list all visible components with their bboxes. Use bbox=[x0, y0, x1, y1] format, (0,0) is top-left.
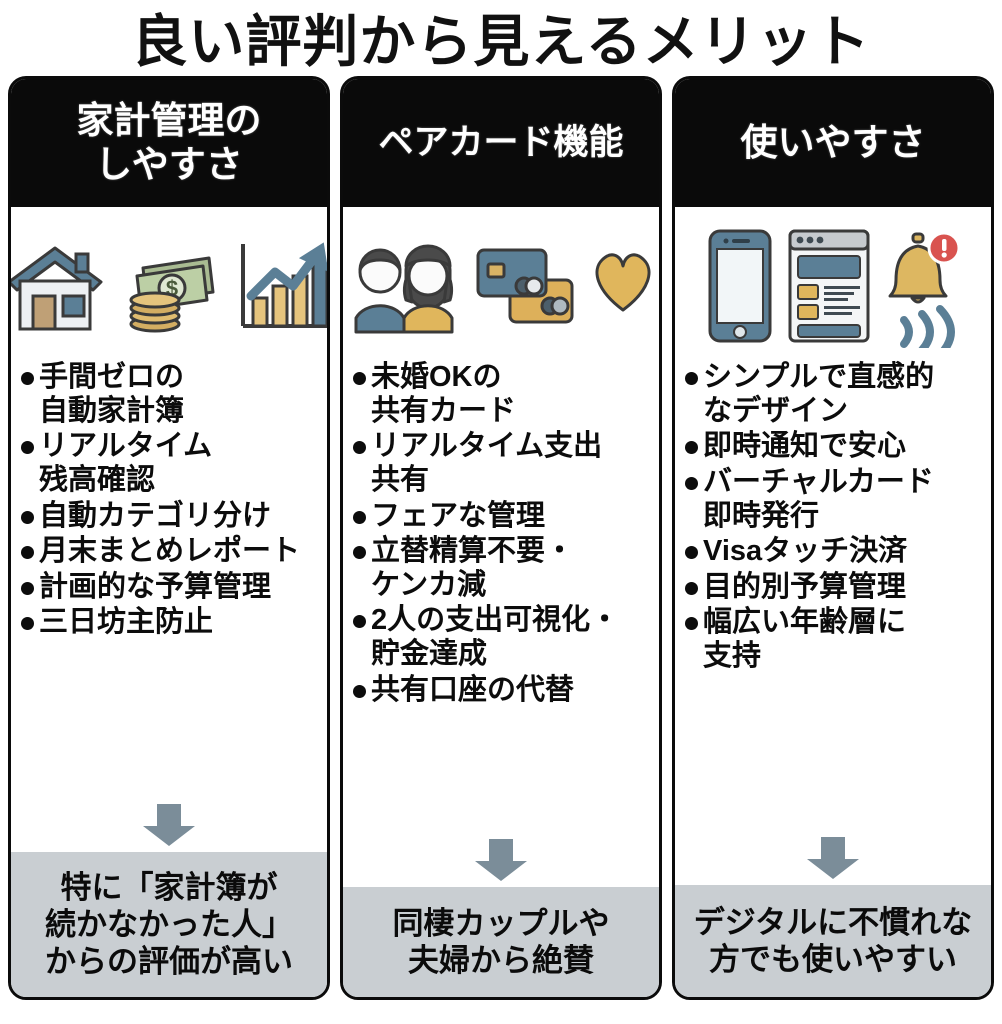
list-item-label: 共有口座の代替 bbox=[371, 673, 575, 706]
bar-chart-growth-icon bbox=[231, 236, 327, 336]
bullet-dot-icon bbox=[353, 546, 366, 560]
list-item-label: 計画的な予算管理 bbox=[39, 570, 272, 603]
list-item: 計画的な予算管理 bbox=[21, 571, 321, 605]
card-footer-label: 同棲カップルや 夫婦から絶賛 bbox=[392, 905, 610, 978]
bullet-dot-icon bbox=[21, 510, 34, 524]
bullet-list-ease-of-use: シンプルで直感的 なデザイン 即時通知で安心 バーチャルカード 即時発行 Vis… bbox=[675, 357, 991, 833]
list-item-label: 目的別予算管理 bbox=[703, 570, 907, 603]
bullet-list-pair-card-function: 未婚OKの 共有カード リアルタイム支出 共有 フェアな管理 立替精算不要・ ケ… bbox=[343, 357, 659, 835]
list-item: 立替精算不要・ ケンカ減 bbox=[353, 535, 653, 602]
icon-strip-pair-card-function bbox=[343, 207, 659, 357]
bullet-dot-icon bbox=[353, 441, 366, 455]
list-item: 手間ゼロの 自動家計簿 bbox=[21, 361, 321, 428]
benefit-columns: 家計管理の しやすさ bbox=[0, 76, 1002, 1000]
bullet-dot-icon bbox=[21, 617, 34, 631]
bullet-dot-icon bbox=[685, 476, 698, 490]
bullet-dot-icon bbox=[353, 684, 366, 698]
page-title: 良い評判から見えるメリット bbox=[131, 10, 871, 73]
list-item-label: 立替精算不要・ ケンカ減 bbox=[371, 535, 575, 601]
list-item-label: 未婚OKの 共有カード bbox=[371, 361, 517, 427]
nfc-waves-icon bbox=[900, 305, 955, 348]
list-item: Visaタッチ決済 bbox=[685, 535, 985, 569]
list-item-label: シンプルで直感的 なデザイン bbox=[703, 361, 935, 427]
list-item: バーチャルカード 即時発行 bbox=[685, 466, 985, 533]
list-item-label: 即時通知で安心 bbox=[703, 430, 907, 463]
list-item-label: 幅広い年齢層に 支持 bbox=[703, 606, 907, 672]
bullet-dot-icon bbox=[685, 441, 698, 455]
list-item-label: Visaタッチ決済 bbox=[703, 535, 908, 568]
bullet-list-household-management: 手間ゼロの 自動家計簿 リアルタイム 残高確認 自動カテゴリ分け 月末まとめレポ… bbox=[11, 357, 327, 800]
bullet-dot-icon bbox=[21, 372, 34, 385]
card-footer-ease-of-use: デジタルに不慣れな 方でも使いやすい bbox=[675, 885, 991, 997]
card-header-label: 使いやすさ bbox=[740, 122, 926, 164]
card-header-household-management: 家計管理の しやすさ bbox=[11, 79, 327, 207]
card-header-label: ペアカード機能 bbox=[378, 123, 624, 163]
list-item: 2人の支出可視化・ 貯金達成 bbox=[353, 604, 653, 671]
down-arrow-icon bbox=[475, 839, 527, 881]
list-item-label: リアルタイム支出 共有 bbox=[371, 430, 603, 496]
list-item-label: 三日坊主防止 bbox=[39, 606, 214, 639]
arrow-wrap-household-management bbox=[11, 800, 327, 852]
icon-strip-ease-of-use bbox=[675, 207, 991, 357]
bullet-dot-icon bbox=[21, 546, 34, 560]
icon-strip-household-management: $ bbox=[11, 207, 327, 357]
couple-people-icon bbox=[344, 236, 460, 336]
card-header-pair-card-function: ペアカード機能 bbox=[343, 79, 659, 207]
benefit-card-ease-of-use: 使いやすさ bbox=[672, 76, 994, 1000]
list-item: リアルタイム支出 共有 bbox=[353, 430, 653, 497]
list-item: フェアな管理 bbox=[353, 500, 653, 534]
list-item: 目的別予算管理 bbox=[685, 571, 985, 605]
list-item-label: 自動カテゴリ分け bbox=[39, 499, 272, 532]
card-header-ease-of-use: 使いやすさ bbox=[675, 79, 991, 207]
bullet-dot-icon bbox=[685, 581, 698, 595]
bullet-dot-icon bbox=[21, 441, 34, 455]
bullet-dot-icon bbox=[685, 372, 698, 385]
bullet-dot-icon bbox=[685, 546, 698, 560]
list-item-label: 月末まとめレポート bbox=[39, 535, 301, 568]
list-item-label: リアルタイム 残高確認 bbox=[39, 430, 213, 496]
list-item: シンプルで直感的 なデザイン bbox=[685, 361, 985, 428]
card-footer-pair-card-function: 同棲カップルや 夫婦から絶賛 bbox=[343, 887, 659, 997]
list-item: 即時通知で安心 bbox=[685, 430, 985, 464]
card-header-label: 家計管理の しやすさ bbox=[76, 100, 262, 185]
app-window-icon bbox=[786, 227, 872, 345]
down-arrow-icon bbox=[143, 804, 195, 846]
bullet-dot-icon bbox=[353, 372, 366, 385]
card-footer-label: デジタルに不慣れな 方でも使いやすい bbox=[693, 904, 973, 977]
list-item: 共有口座の代替 bbox=[353, 674, 653, 708]
list-item: 月末まとめレポート bbox=[21, 535, 321, 569]
two-credit-cards-icon bbox=[470, 236, 578, 336]
card-footer-household-management: 特に「家計簿が 続かなかった人」 からの評価が高い bbox=[11, 852, 327, 997]
bullet-dot-icon bbox=[353, 510, 366, 524]
smartphone-icon bbox=[704, 227, 776, 345]
heart-icon bbox=[588, 236, 658, 336]
list-item: 三日坊主防止 bbox=[21, 606, 321, 640]
list-item-label: 手間ゼロの 自動家計簿 bbox=[39, 361, 185, 427]
list-item: 未婚OKの 共有カード bbox=[353, 361, 653, 428]
down-arrow-icon bbox=[807, 837, 859, 879]
money-cash-coins-icon: $ bbox=[117, 236, 221, 336]
list-item-label: 2人の支出可視化・ 貯金達成 bbox=[371, 604, 620, 670]
bell-alert-icon bbox=[882, 224, 962, 348]
bullet-dot-icon bbox=[685, 617, 698, 631]
bullet-dot-icon bbox=[353, 615, 366, 629]
list-item-label: バーチャルカード 即時発行 bbox=[703, 465, 934, 532]
house-icon bbox=[11, 236, 107, 336]
card-footer-label: 特に「家計簿が 続かなかった人」 からの評価が高い bbox=[45, 869, 293, 980]
list-item: リアルタイム 残高確認 bbox=[21, 430, 321, 497]
list-item-label: フェアな管理 bbox=[371, 499, 546, 532]
bullet-dot-icon bbox=[21, 581, 34, 595]
arrow-wrap-ease-of-use bbox=[675, 833, 991, 885]
arrow-wrap-pair-card-function bbox=[343, 835, 659, 887]
list-item: 幅広い年齢層に 支持 bbox=[685, 606, 985, 673]
list-item: 自動カテゴリ分け bbox=[21, 500, 321, 534]
benefit-card-pair-card-function: ペアカード機能 bbox=[340, 76, 662, 1000]
benefit-card-household-management: 家計管理の しやすさ bbox=[8, 76, 330, 1000]
